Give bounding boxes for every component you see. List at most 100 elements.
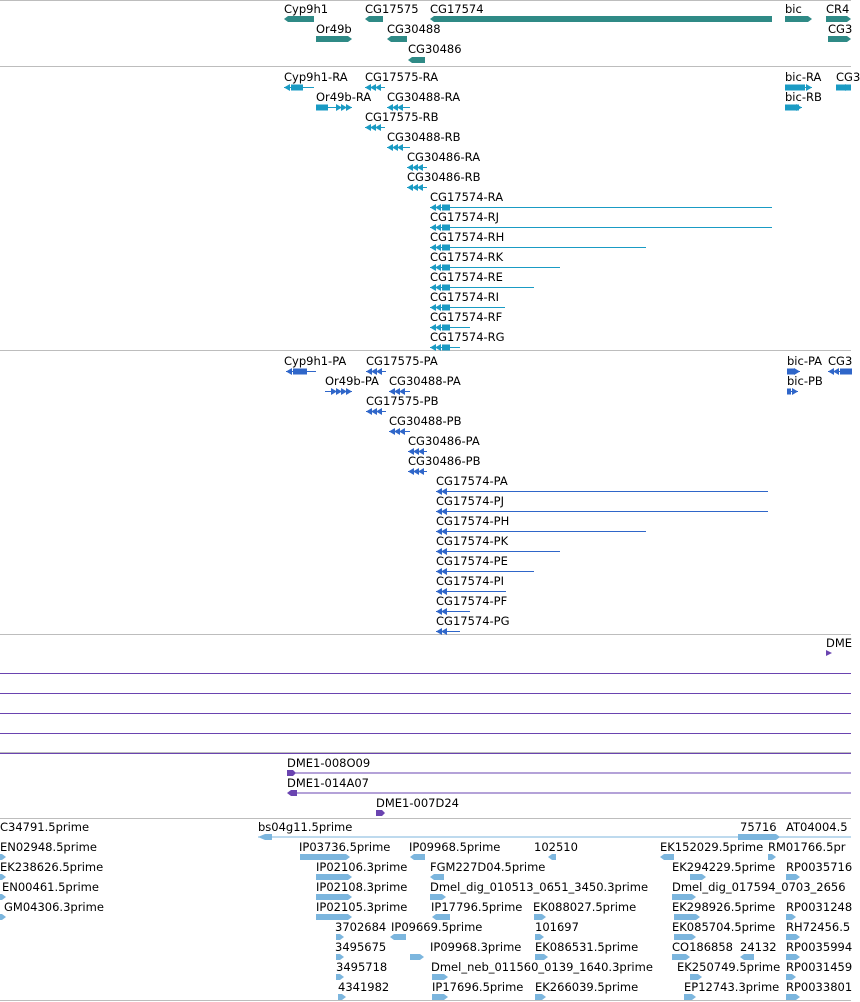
feature-glyph[interactable] <box>436 588 506 595</box>
feature-glyph[interactable] <box>436 548 560 555</box>
protein-label[interactable]: Or49b-PA <box>325 374 379 388</box>
transcript-label[interactable]: CG17574-RI <box>430 290 500 304</box>
est-label[interactable]: RM01766.5pr <box>768 840 846 854</box>
est-label[interactable]: EK250749.5prime <box>677 960 781 974</box>
est-label[interactable]: EK088027.5prime <box>533 900 637 914</box>
est-label[interactable]: FGM227D04.5prime <box>430 860 546 874</box>
est-label[interactable]: EK086531.5prime <box>535 940 639 954</box>
protein-label[interactable]: bic-PB <box>787 374 823 388</box>
feature-glyph[interactable] <box>365 84 385 91</box>
est-glyph[interactable] <box>432 914 450 920</box>
est-label[interactable]: EK152029.5prime <box>660 840 764 854</box>
est-glyph[interactable] <box>786 994 800 1000</box>
feature-glyph[interactable] <box>325 388 352 395</box>
transcript-label[interactable]: Cyp9h1-RA <box>284 70 348 84</box>
protein-label[interactable]: CG30488-PB <box>389 414 462 428</box>
probe-glyph[interactable] <box>826 650 832 656</box>
transcript-label[interactable]: bic-RB <box>785 90 822 104</box>
est-glyph[interactable] <box>534 914 546 920</box>
est-label[interactable]: 3495718 <box>336 960 388 974</box>
feature-glyph[interactable] <box>408 468 427 475</box>
protein-label[interactable]: CG30488-PA <box>389 374 461 388</box>
protein-label[interactable]: CG17574-PI <box>436 574 505 588</box>
est-label[interactable]: 75716 <box>740 820 777 834</box>
est-glyph[interactable] <box>0 874 6 880</box>
est-label[interactable]: EN00461.5prime <box>2 880 99 894</box>
feature-glyph[interactable] <box>389 388 410 395</box>
est-glyph[interactable] <box>535 994 546 1000</box>
probe-glyph[interactable] <box>287 790 851 796</box>
est-glyph[interactable] <box>786 974 796 980</box>
est-glyph[interactable] <box>430 894 446 900</box>
transcript-label[interactable]: CG17574-RG <box>430 330 505 344</box>
est-glyph[interactable] <box>535 954 548 960</box>
feature-glyph[interactable] <box>785 84 812 91</box>
est-glyph[interactable] <box>548 854 556 860</box>
gene-label[interactable]: CG17575 <box>365 2 419 16</box>
est-label[interactable]: GM04306.3prime <box>4 900 104 914</box>
feature-glyph[interactable] <box>366 408 386 415</box>
transcript-label[interactable]: CG17574-RA <box>430 190 504 204</box>
protein-label[interactable]: CG17575-PB <box>366 394 439 408</box>
probe-label[interactable]: DME <box>826 636 853 650</box>
feature-glyph[interactable] <box>387 104 410 111</box>
feature-glyph[interactable] <box>828 368 852 375</box>
feature-glyph[interactable] <box>430 344 460 351</box>
est-glyph[interactable] <box>738 834 780 840</box>
feature-glyph[interactable] <box>389 428 410 435</box>
transcript-label[interactable]: CG17574-RJ <box>430 210 500 224</box>
gene-label[interactable]: CG3 <box>828 22 853 36</box>
feature-glyph[interactable] <box>785 104 802 111</box>
est-glyph[interactable] <box>672 894 696 900</box>
est-label[interactable]: EK298926.5prime <box>672 900 776 914</box>
est-glyph[interactable] <box>316 914 352 920</box>
est-glyph[interactable] <box>0 914 6 920</box>
protein-label[interactable]: CG30486-PB <box>408 454 481 468</box>
est-glyph[interactable] <box>786 914 796 920</box>
est-label[interactable]: Dmel_dig_010513_0651_3450.3prime <box>430 880 649 894</box>
est-label[interactable]: RP0033801 <box>786 980 853 994</box>
feature-glyph[interactable] <box>787 368 800 375</box>
est-label[interactable]: EN02948.5prime <box>0 840 97 854</box>
est-label[interactable]: bs04g11.5prime <box>258 820 353 834</box>
gene-glyph[interactable] <box>430 16 772 22</box>
feature-glyph[interactable] <box>436 568 534 575</box>
transcript-label[interactable]: CG30486-RA <box>407 150 481 164</box>
transcript-label[interactable]: CG17574-RK <box>430 250 504 264</box>
est-label[interactable]: RH72456.5 <box>786 920 851 934</box>
est-label[interactable]: 3495675 <box>335 940 387 954</box>
est-glyph[interactable] <box>300 854 350 860</box>
feature-glyph[interactable] <box>430 204 772 211</box>
feature-glyph[interactable] <box>436 528 646 535</box>
est-label[interactable]: AT04004.5 <box>786 820 848 834</box>
probe-label[interactable]: DME1-008O09 <box>287 756 371 770</box>
transcript-label[interactable]: CG17575-RB <box>365 110 439 124</box>
protein-label[interactable]: CG17574-PE <box>436 554 508 568</box>
gene-glyph[interactable] <box>365 16 383 22</box>
est-label[interactable]: C34791.5prime <box>0 820 90 834</box>
gene-glyph[interactable] <box>828 36 851 42</box>
protein-label[interactable]: CG3 <box>828 354 853 368</box>
est-label[interactable]: IP09968.5prime <box>409 840 501 854</box>
est-label[interactable]: 102510 <box>534 840 578 854</box>
est-glyph[interactable] <box>316 874 352 880</box>
transcript-label[interactable]: CG30488-RB <box>387 130 461 144</box>
gene-label[interactable]: Cyp9h1 <box>284 2 329 16</box>
transcript-label[interactable]: CG17575-RA <box>365 70 439 84</box>
est-glyph[interactable] <box>410 854 425 860</box>
est-glyph[interactable] <box>786 954 800 960</box>
est-label[interactable]: 101697 <box>535 920 579 934</box>
est-glyph[interactable] <box>432 994 448 1000</box>
gene-label[interactable]: CG30488 <box>387 22 441 36</box>
transcript-label[interactable]: CG17574-RE <box>430 270 503 284</box>
transcript-label[interactable]: Or49b-RA <box>316 90 372 104</box>
est-label[interactable]: 4341982 <box>338 980 390 994</box>
protein-label[interactable]: CG17574-PH <box>436 514 510 528</box>
feature-glyph[interactable] <box>366 368 386 375</box>
est-label[interactable]: EK266039.5prime <box>535 980 639 994</box>
gene-glyph[interactable] <box>316 36 352 42</box>
gene-label[interactable]: CG17574 <box>430 2 484 16</box>
est-glyph[interactable] <box>0 894 6 900</box>
gene-label[interactable]: CG30486 <box>408 42 462 56</box>
feature-glyph[interactable] <box>836 84 851 91</box>
